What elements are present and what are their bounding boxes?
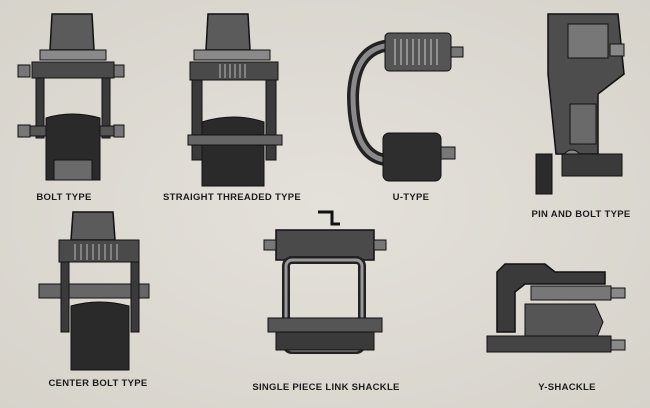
caption-single-piece-link-shackle: SINGLE PIECE LINK SHACKLE [252, 382, 400, 393]
pin-and-bolt-shackle-drawing [528, 4, 643, 199]
center-bolt-shackle-drawing [35, 210, 160, 372]
y-shackle-drawing [485, 262, 635, 372]
bolt-type-shackle-drawing [10, 10, 140, 185]
single-piece-link-shackle-drawing [262, 210, 390, 375]
caption-pin-and-bolt-type: PIN AND BOLT TYPE [531, 209, 631, 220]
caption-center-bolt-type: CENTER BOLT TYPE [48, 378, 148, 389]
caption-straight-threaded-type: STRAIGHT THREADED TYPE [162, 192, 302, 203]
caption-y-shackle: Y-SHACKLE [538, 382, 596, 393]
caption-bolt-type: BOLT TYPE [36, 192, 92, 203]
straight-threaded-shackle-drawing [180, 10, 290, 187]
u-type-shackle-drawing [345, 25, 470, 190]
caption-u-type: U-TYPE [392, 192, 430, 203]
